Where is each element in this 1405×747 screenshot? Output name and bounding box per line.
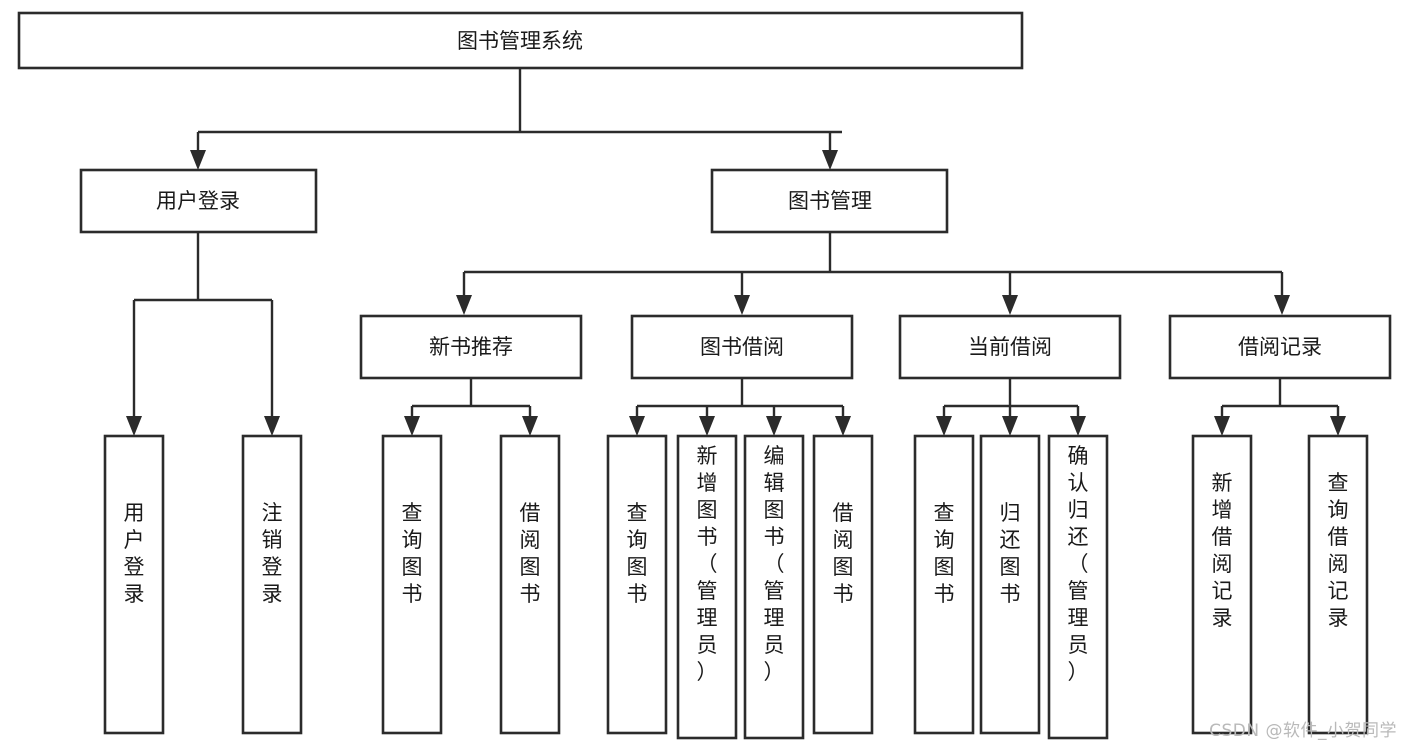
node-leaf-confirm-return-label: 确认归还（管理员）: [1068, 444, 1089, 684]
node-current-borrow[interactable]: 当前借阅: [898, 314, 1122, 380]
arrow-head-borrow-record: [1274, 295, 1290, 315]
node-leaf-query-book-2-box[interactable]: [606, 434, 668, 735]
node-current-borrow-box[interactable]: [898, 314, 1122, 380]
node-leaf-add-record-label: 新增借阅记录: [1212, 471, 1233, 630]
node-new-book-recommend[interactable]: 新书推荐: [359, 314, 583, 380]
node-leaf-add-book-label: 新增图书（管理员）: [697, 444, 718, 684]
node-borrow-record-box[interactable]: [1168, 314, 1392, 380]
node-current-borrow-label: 当前借阅: [968, 335, 1052, 359]
node-leaf-user-login-label: 用户登录: [124, 501, 145, 606]
node-leaf-query-record-box[interactable]: [1307, 434, 1369, 735]
node-root[interactable]: 图书管理系统: [17, 11, 1024, 70]
node-leaf-query-book-1-label: 查询图书: [402, 501, 423, 606]
arrow-head-user-login: [190, 150, 206, 170]
node-leaf-query-book-2[interactable]: 查询图书: [606, 434, 668, 735]
node-leaf-query-book-3-box[interactable]: [913, 434, 975, 735]
node-leaf-borrow-book-2[interactable]: 借阅图书: [812, 434, 874, 735]
arrow-head-leaf-user-logout: [264, 416, 280, 436]
node-leaf-query-record-label: 查询借阅记录: [1328, 471, 1349, 630]
node-book-manage[interactable]: 图书管理: [710, 168, 949, 234]
node-leaf-user-login[interactable]: 用户登录: [103, 434, 165, 735]
node-user-login-label: 用户登录: [156, 189, 240, 213]
node-leaf-query-book-2-label: 查询图书: [627, 501, 648, 606]
node-leaf-add-record-box[interactable]: [1191, 434, 1253, 735]
node-user-login[interactable]: 用户登录: [79, 168, 318, 234]
arrow-head-leaf-user-login: [126, 416, 142, 436]
node-leaf-return-book[interactable]: 归还图书: [979, 434, 1041, 735]
arrow-head-leaf-query-book-3: [936, 416, 952, 436]
node-borrow-record-label: 借阅记录: [1238, 335, 1322, 359]
arrow-head-leaf-edit-book: [766, 416, 782, 436]
node-leaf-add-book[interactable]: 新增图书（管理员）: [676, 434, 738, 740]
node-leaf-query-book-1[interactable]: 查询图书: [381, 434, 443, 735]
arrow-head-book-manage: [822, 150, 838, 170]
node-book-manage-box[interactable]: [710, 168, 949, 234]
node-leaf-user-login-box[interactable]: [103, 434, 165, 735]
node-root-label: 图书管理系统: [457, 29, 583, 53]
arrow-head-new-book-recommend: [456, 295, 472, 315]
arrow-head-leaf-query-book-2: [629, 416, 645, 436]
arrow-head-leaf-add-record: [1214, 416, 1230, 436]
node-leaf-add-book-box[interactable]: [676, 434, 738, 740]
node-root-box[interactable]: [17, 11, 1024, 70]
node-user-login-box[interactable]: [79, 168, 318, 234]
node-leaf-query-book-1-box[interactable]: [381, 434, 443, 735]
node-leaf-confirm-return-box[interactable]: [1047, 434, 1109, 740]
node-leaf-borrow-book-1-box[interactable]: [499, 434, 561, 735]
arrow-head-leaf-add-book: [699, 416, 715, 436]
node-leaf-edit-book[interactable]: 编辑图书（管理员）: [743, 434, 805, 740]
node-leaf-query-book-3-label: 查询图书: [934, 501, 955, 606]
node-leaf-confirm-return[interactable]: 确认归还（管理员）: [1047, 434, 1109, 740]
node-leaf-user-logout[interactable]: 注销登录: [241, 434, 303, 735]
node-leaf-borrow-book-1[interactable]: 借阅图书: [499, 434, 561, 735]
node-new-book-recommend-box[interactable]: [359, 314, 583, 380]
arrow-head-book-borrow: [734, 295, 750, 315]
node-leaf-borrow-book-2-box[interactable]: [812, 434, 874, 735]
arrow-head-leaf-borrow-book-2: [835, 416, 851, 436]
node-leaf-add-record[interactable]: 新增借阅记录: [1191, 434, 1253, 735]
arrow-head-leaf-query-book-1: [404, 416, 420, 436]
node-leaf-borrow-book-1-label: 借阅图书: [520, 501, 541, 606]
arrow-head-leaf-query-record: [1330, 416, 1346, 436]
node-book-borrow-label: 图书借阅: [700, 335, 784, 359]
node-borrow-record[interactable]: 借阅记录: [1168, 314, 1392, 380]
node-leaf-return-book-box[interactable]: [979, 434, 1041, 735]
node-book-borrow[interactable]: 图书借阅: [630, 314, 854, 380]
connector-layer: [126, 68, 1346, 436]
arrow-head-leaf-confirm-return: [1070, 416, 1086, 436]
node-leaf-edit-book-box[interactable]: [743, 434, 805, 740]
arrow-head-current-borrow: [1002, 295, 1018, 315]
arrow-head-leaf-return-book: [1002, 416, 1018, 436]
node-leaf-return-book-label: 归还图书: [1000, 501, 1021, 606]
node-leaf-borrow-book-2-label: 借阅图书: [833, 501, 854, 606]
node-book-borrow-box[interactable]: [630, 314, 854, 380]
node-leaf-edit-book-label: 编辑图书（管理员）: [764, 444, 785, 684]
csdn-watermark: CSDN @软件_小贺同学: [1209, 721, 1397, 741]
node-book-manage-label: 图书管理: [788, 189, 872, 213]
node-leaf-user-logout-label: 注销登录: [262, 501, 283, 606]
node-new-book-recommend-label: 新书推荐: [429, 335, 513, 359]
node-leaf-query-book-3[interactable]: 查询图书: [913, 434, 975, 735]
node-leaf-query-record[interactable]: 查询借阅记录: [1307, 434, 1369, 735]
node-leaf-user-logout-box[interactable]: [241, 434, 303, 735]
arrow-head-leaf-borrow-book-1: [522, 416, 538, 436]
